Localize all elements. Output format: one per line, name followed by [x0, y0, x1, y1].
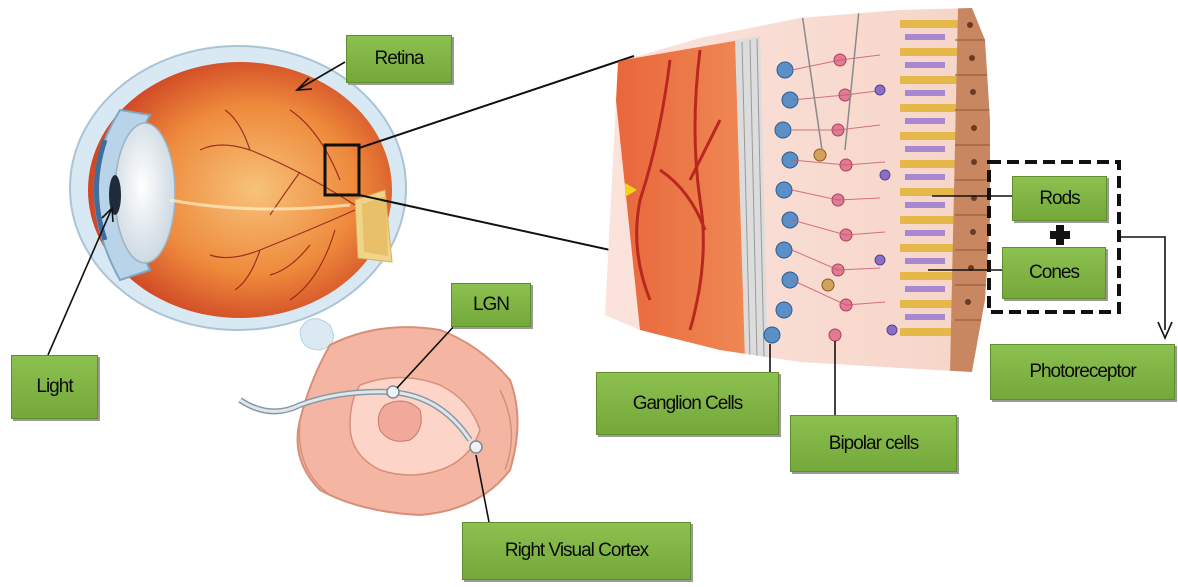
label-retina: Retina [346, 35, 452, 83]
label-light: Light [11, 355, 98, 419]
label-rods: Rods [1012, 176, 1107, 221]
brain-illustration [240, 319, 518, 515]
label-cones: Cones [1002, 247, 1106, 299]
label-ganglion-cells: Ganglion Cells [596, 372, 779, 435]
cortex-node [470, 441, 482, 453]
retina-cross-section [600, 0, 1000, 380]
label-photoreceptor: Photoreceptor [990, 344, 1175, 400]
label-right-visual-cortex: Right Visual Cortex [462, 522, 691, 580]
label-bipolar-cells: Bipolar cells [790, 415, 957, 472]
label-lgn: LGN [451, 283, 531, 327]
plus-icon [1050, 225, 1070, 245]
eyeball-illustration [70, 46, 406, 330]
